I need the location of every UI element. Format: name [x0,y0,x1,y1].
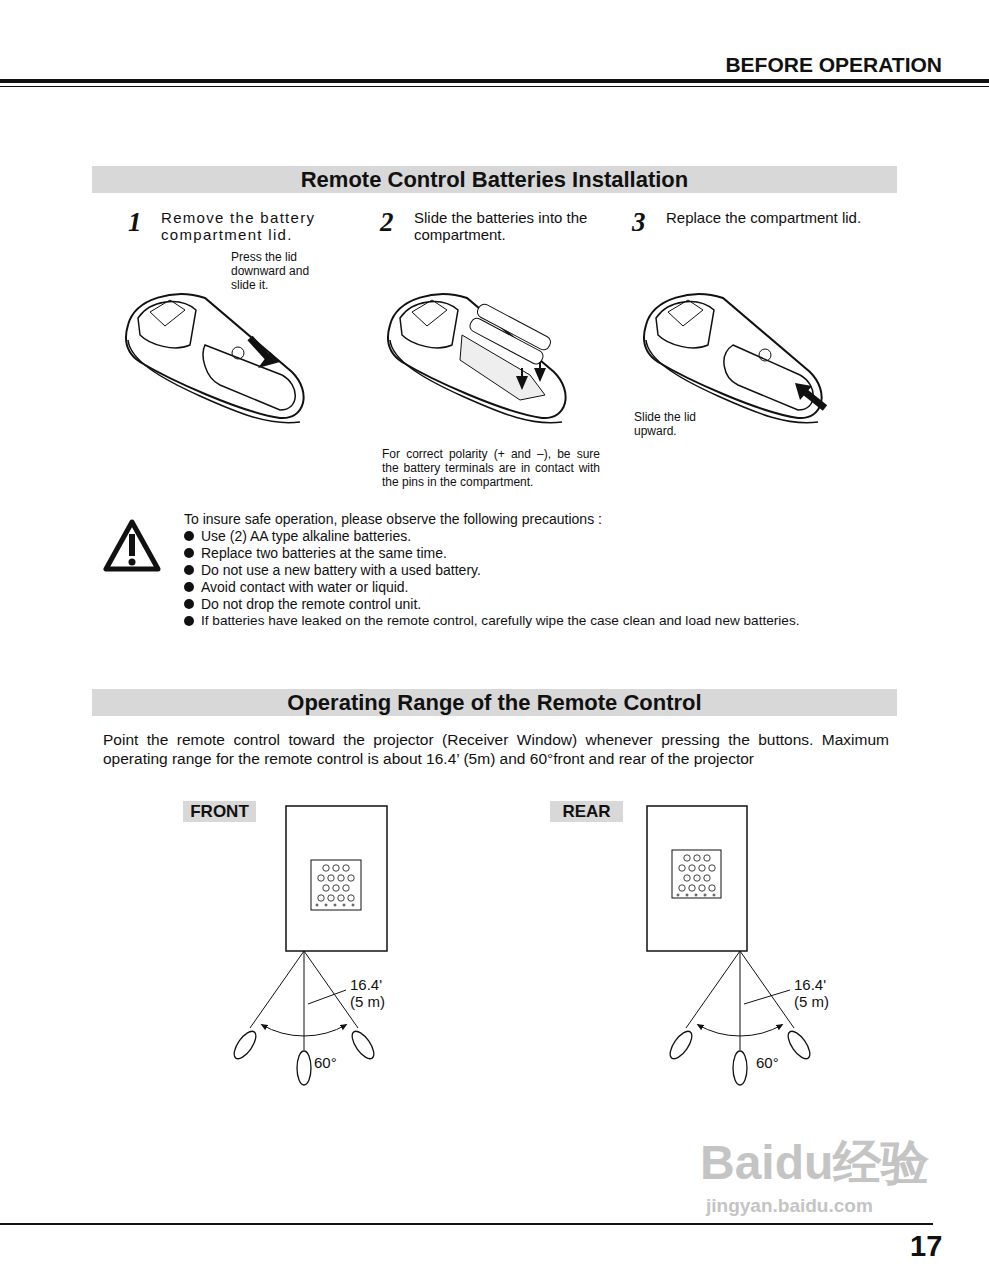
receiver-dot [333,865,339,871]
step-text: Remove the battery compartment lid. [161,209,343,244]
receiver-dot [328,895,334,901]
step-text: Slide the batteries into the compartment… [414,209,592,244]
receiver-dot [328,875,334,881]
receiver-dot [689,885,695,891]
step-text: Replace the compartment lid. [666,209,862,226]
receiver-dot [316,904,318,906]
receiver-dot [689,865,695,871]
precaution-item: Use (2) AA type alkaline batteries. [201,528,901,544]
receiver-dot [318,875,324,881]
step-number: 3 [632,207,646,238]
view-tag: REAR [550,801,623,822]
step-number: 1 [128,207,142,238]
receiver-dot [334,904,336,906]
receiver-dot [679,885,685,891]
receiver-dot [338,895,344,901]
distance-label: 16.4' (5 m) [350,976,396,1011]
receiver-dot [704,855,710,861]
receiver-dot [679,865,685,871]
paragraph: Point the remote control toward the proj… [103,731,889,768]
section-band: Operating Range of the Remote Control [92,689,897,716]
step-number: 2 [380,207,394,238]
watermark: jingyan.baidu.com [706,1195,873,1217]
receiver-dot [318,895,324,901]
precaution-item: Avoid contact with water or liquid. [201,579,901,595]
precaution-intro: To insure safe operation, please observe… [184,511,684,527]
receiver-dot [338,875,344,881]
receiver-dot [333,885,339,891]
receiver-dot [704,875,710,881]
distance-label: 16.4' (5 m) [794,976,840,1011]
receiver-dot [709,865,715,871]
receiver-dot [352,904,354,906]
receiver-dot [699,885,705,891]
receiver-dot [343,904,345,906]
receiver-dot [684,855,690,861]
watermark: Baidu经验 [700,1135,929,1190]
view-tag: FRONT [183,801,256,822]
receiver-dot [699,865,705,871]
receiver-dot [694,875,700,881]
receiver-dot [323,885,329,891]
band-text: Operating Range of the Remote Control [287,690,701,715]
receiver-dot [677,894,679,896]
section-band: Remote Control Batteries Installation [92,166,897,193]
receiver-dot [348,875,354,881]
precaution-item: Do not drop the remote control unit. [201,596,901,612]
note: Press the lid downward and slide it. [231,251,326,292]
receiver-dot [694,855,700,861]
precaution-item: Replace two batteries at the same time. [201,545,901,561]
receiver-dot [325,904,327,906]
receiver-dot [343,865,349,871]
receiver-dot [323,865,329,871]
page-header: BEFORE OPERATION [660,53,942,77]
note: For correct polarity (+ and –), be sure … [382,448,600,489]
receiver-dot [709,885,715,891]
note: Slide the lid upward. [634,411,714,439]
precaution-item: Do not use a new battery with a used bat… [201,562,901,578]
band-text: FRONT [190,802,249,822]
angle-label: 60° [314,1054,337,1071]
precaution-item: If batteries have leaked on the remote c… [201,613,921,629]
angle-label: 60° [756,1054,779,1071]
band-text: REAR [562,802,610,822]
receiver-dot [686,894,688,896]
page-number: 17 [910,1230,942,1263]
receiver-dot [348,895,354,901]
band-text: Remote Control Batteries Installation [301,167,689,192]
receiver-dot [713,894,715,896]
receiver-dot [704,894,706,896]
receiver-dot [343,885,349,891]
receiver-dot [695,894,697,896]
receiver-dot [684,875,690,881]
